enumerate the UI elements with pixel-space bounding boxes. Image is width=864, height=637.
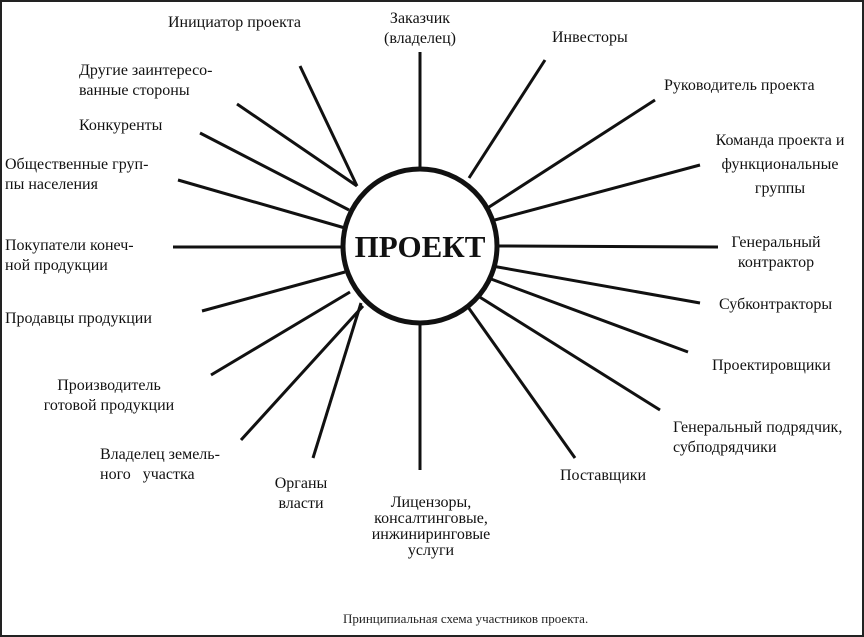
ray-investors xyxy=(467,59,547,179)
ray-general-subcontractor xyxy=(477,294,661,412)
label-suppliers: Поставщики xyxy=(560,467,647,484)
label-competitors: Конкуренты xyxy=(79,117,163,134)
ray-project-manager xyxy=(485,98,656,211)
label-designers: Проектировщики xyxy=(712,357,831,374)
label-customer: Заказчик (владелец) xyxy=(384,10,456,47)
figure-caption: Принципиальная схема участников проекта. xyxy=(343,611,589,626)
label-other-stakeholders: Другие заинтересо- ванные стороны xyxy=(79,62,213,99)
label-authorities: Органы власти xyxy=(274,475,328,512)
label-investors: Инвесторы xyxy=(552,29,628,46)
ray-general-contractor xyxy=(496,244,719,249)
label-buyers: Покупатели конеч- ной продукции xyxy=(5,237,134,274)
label-licensors: Лицензоры, консалтинговые, инжиниринговы… xyxy=(371,494,491,559)
ray-suppliers xyxy=(466,306,577,459)
ray-public-groups xyxy=(177,178,346,230)
label-initiator: Инициатор проекта xyxy=(168,14,301,31)
label-general-subcontractor: Генеральный подрядчик, субподрядчики xyxy=(673,419,843,456)
ray-competitors xyxy=(199,131,350,212)
label-land-owner: Владелец земель- ного участка xyxy=(100,446,220,483)
label-project-manager: Руководитель проекта xyxy=(664,77,815,94)
ray-land-owner xyxy=(239,304,365,442)
ray-producer xyxy=(210,290,351,377)
ray-other-stakeholders xyxy=(298,65,359,187)
label-subcontractors: Субконтракторы xyxy=(719,296,833,313)
label-general-contractor: Генеральный контрактор xyxy=(731,234,821,271)
ray-project-team xyxy=(490,163,701,223)
project-hub-label: ПРОЕКТ xyxy=(355,229,486,264)
label-public-groups: Общественные груп- пы населения xyxy=(5,156,149,193)
ray-authorities xyxy=(311,302,363,459)
project-hub-circle xyxy=(340,166,500,326)
label-producer: Производитель готовой продукции xyxy=(43,377,175,414)
label-sellers: Продавцы продукции xyxy=(5,310,152,327)
ray-designers xyxy=(490,277,689,354)
ray-subcontractors xyxy=(491,264,701,305)
label-project-team: Команда проекта и функциональные группы xyxy=(715,132,845,197)
ray-initiator xyxy=(236,102,358,188)
connector-rays xyxy=(173,52,719,470)
ray-sellers xyxy=(201,270,346,313)
